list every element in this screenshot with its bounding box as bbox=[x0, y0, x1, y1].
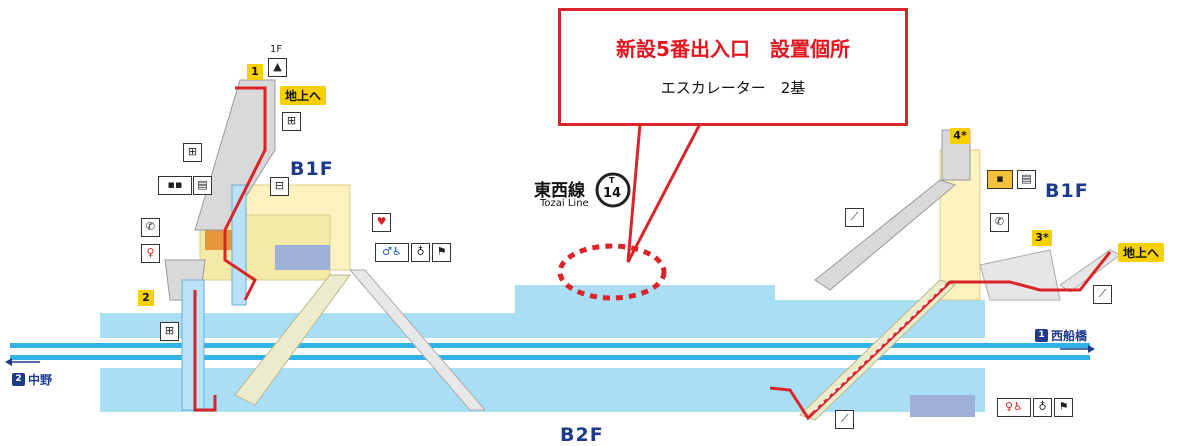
restroom-icon: ♀♿ bbox=[997, 398, 1031, 417]
floor-1f: 1F bbox=[270, 44, 283, 55]
exit-3-badge: 3* bbox=[1032, 230, 1052, 246]
restroom-icon: ♂♿ bbox=[375, 243, 409, 262]
floor-b2f: B2F bbox=[560, 424, 604, 446]
ticket-machine-icon: ▤ bbox=[1017, 170, 1036, 189]
escalator-icon: ⟋ bbox=[845, 208, 864, 227]
line-name-en: Tozai Line bbox=[540, 198, 589, 209]
exit-2-badge: 2 bbox=[138, 290, 154, 306]
floor-b1f-right: B1F bbox=[1045, 180, 1089, 202]
middle-ramp bbox=[348, 269, 487, 411]
callout-title: 新設5番出入口 設置個所 bbox=[616, 37, 850, 61]
callout-pointer bbox=[626, 122, 703, 263]
b2f-platform-upper bbox=[100, 285, 985, 338]
arrow-west-head bbox=[5, 358, 12, 366]
right-exit3-stairs bbox=[979, 249, 1061, 301]
callout-subtitle: エスカレーター 2基 bbox=[660, 79, 806, 97]
escalator-icon: ⊞ bbox=[183, 143, 202, 162]
right-route-stair bbox=[814, 284, 946, 411]
to-ground-left: 地上へ bbox=[280, 86, 327, 105]
escalator-icon: ⊞ bbox=[160, 322, 179, 341]
line-name-ja: 東西線 bbox=[534, 181, 585, 201]
direction-west-number: 2 bbox=[12, 373, 25, 386]
left-route bbox=[223, 86, 267, 301]
baby-icon: ♁ bbox=[411, 243, 430, 262]
right-b2f-room bbox=[910, 395, 975, 417]
tozai-line-logo bbox=[595, 172, 631, 208]
to-ground-right: 地上へ bbox=[1118, 243, 1165, 262]
direction-east: 1 西船橋 bbox=[1035, 327, 1087, 344]
left-elevator-shaft-2 bbox=[231, 184, 247, 306]
phone-icon: ✆ bbox=[141, 218, 160, 237]
floor-b1f-left: B1F bbox=[290, 158, 334, 180]
aed-icon: ♥ bbox=[372, 213, 391, 232]
elevator-icon: ⊟ bbox=[270, 177, 289, 196]
exit-1-badge: 1 bbox=[247, 64, 263, 80]
direction-east-label: 西船橋 bbox=[1051, 329, 1088, 343]
right-route bbox=[769, 251, 1112, 421]
escalator-icon: ⟋ bbox=[835, 410, 854, 429]
escalator-icon: ⟋ bbox=[1093, 285, 1112, 304]
ticket-machine-icon: ▤ bbox=[193, 176, 212, 195]
callout-box: 新設5番出入口 設置個所 エスカレーター 2基 bbox=[558, 8, 908, 126]
left-stairs bbox=[194, 79, 276, 231]
baby-icon: ♁ bbox=[1033, 398, 1052, 417]
direction-east-number: 1 bbox=[1035, 329, 1048, 342]
line-code-number: 14 bbox=[603, 186, 622, 201]
track-line-upper bbox=[10, 343, 1090, 348]
arrow-east-head bbox=[1088, 345, 1095, 353]
phone-icon: ✆ bbox=[990, 213, 1009, 232]
left-elevator-shaft bbox=[181, 279, 205, 411]
ticket-machine-icon: ▪▪ bbox=[158, 176, 192, 195]
ticket-machine-icon: ▪ bbox=[987, 170, 1013, 189]
right-icon-group: ♀♿ ♁ ⚑ bbox=[997, 398, 1073, 417]
escalator-icon: ⚑ bbox=[432, 243, 451, 262]
line-code-letter: T bbox=[609, 176, 615, 185]
left-route-b2f bbox=[193, 290, 217, 412]
toilet-icon: ♀ bbox=[141, 244, 160, 263]
elevator-icon: ▲ bbox=[268, 58, 287, 77]
exit-4-badge: 4* bbox=[950, 128, 970, 144]
track-gap bbox=[10, 348, 1090, 355]
escalator-icon: ⊞ bbox=[282, 112, 301, 131]
escalator-icon: ⚑ bbox=[1054, 398, 1073, 417]
direction-west-label: 中野 bbox=[28, 373, 53, 387]
new-exit-location bbox=[557, 243, 667, 301]
left-icon-group: ♂♿ ♁ ⚑ bbox=[375, 243, 451, 262]
direction-west: 2 中野 bbox=[12, 371, 52, 388]
right-upper-stairs bbox=[814, 179, 957, 291]
b1f-left-room bbox=[275, 245, 330, 270]
track-line-lower bbox=[10, 355, 1090, 360]
left-b2f-stair bbox=[234, 274, 351, 406]
b2f-platform-lower bbox=[100, 368, 985, 412]
